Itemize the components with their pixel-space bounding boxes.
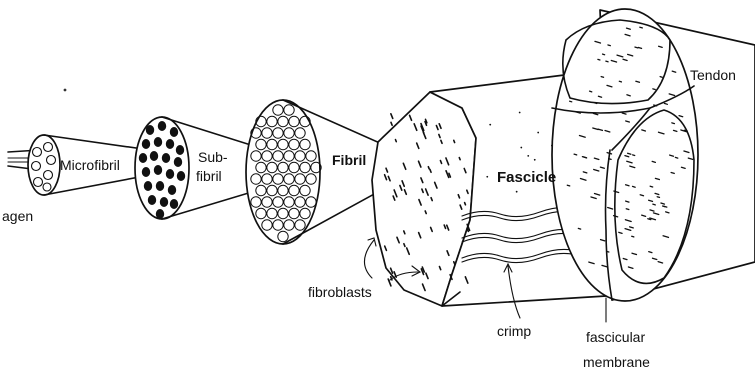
tendon-structure	[552, 9, 755, 301]
tendon-fibroblast-mark	[657, 197, 659, 198]
label-collagen: agen	[2, 208, 33, 224]
subfibril-dot	[166, 139, 174, 149]
tendon-fibroblast-mark	[653, 89, 655, 90]
tendon-fibroblast-mark	[638, 47, 641, 48]
subfibril-dot	[156, 209, 164, 219]
tendon-fibroblast-mark	[574, 154, 577, 155]
tendon-fibroblast-mark	[601, 77, 603, 78]
tendon-fibroblast-mark	[633, 155, 635, 156]
label-tendon: Tendon	[690, 67, 736, 83]
subfibril-dot	[156, 181, 164, 191]
subfibril-dot	[146, 125, 154, 135]
tendon-fibroblast-mark	[660, 77, 662, 78]
subfibril-dot	[142, 167, 150, 177]
tendon-fibroblast-mark	[652, 161, 655, 162]
subfibril-dot	[177, 171, 185, 181]
tendon-fibroblast-mark	[684, 130, 687, 131]
tendon-fibroblast-mark	[603, 54, 605, 55]
tendon-fibroblast-mark	[598, 96, 601, 97]
subfibril-dot	[154, 137, 162, 147]
tendon-fibroblast-mark	[607, 251, 609, 252]
label-fascicular-line2: membrane	[583, 354, 650, 370]
fibroblast-mark	[441, 140, 442, 143]
tendon-fibroblast-mark	[664, 103, 667, 104]
fibroblast-mark	[467, 229, 468, 232]
fascicle-speck	[486, 176, 488, 178]
scan-speck	[64, 89, 67, 92]
tendon-fibroblast-mark	[653, 204, 655, 205]
subfibril-dot	[160, 197, 168, 207]
fibroblast-mark	[430, 169, 431, 172]
tendon-fibroblast-mark	[608, 45, 610, 46]
fibroblast-mark	[425, 211, 426, 214]
tendon-fibroblast-mark	[671, 172, 674, 173]
subfibril-dot	[168, 185, 176, 195]
tendon-fibroblast-mark	[633, 186, 636, 187]
label-fascicular-line1: fascicular	[586, 329, 645, 345]
subfibril-dot	[148, 195, 156, 205]
label-fascicle: Fascicle	[497, 169, 556, 186]
subfibril-dot	[150, 151, 158, 161]
subfibril-dot	[144, 181, 152, 191]
tendon-fibroblast-mark	[594, 103, 596, 104]
tendon-fibroblast-mark	[635, 47, 638, 48]
subfibril-dot	[174, 157, 182, 167]
label-subfibril-line1: Sub-	[198, 149, 228, 165]
fibroblast-mark	[465, 203, 466, 205]
fibroblast-mark	[391, 114, 393, 119]
subfibril-dot	[158, 121, 166, 131]
tendon-fibroblast-mark	[626, 209, 629, 210]
tendon-fibroblast-mark	[590, 91, 592, 92]
fascicle-speck	[489, 124, 491, 126]
label-fibroblasts: fibroblasts	[308, 284, 372, 300]
fascicle-speck	[520, 147, 522, 149]
tendon-fibroblast-mark	[648, 219, 651, 220]
fibroblast-mark	[454, 262, 455, 265]
tendon-fibroblast-mark	[632, 236, 634, 237]
tendon-fibroblast-mark	[606, 61, 608, 62]
fascicle-speck	[519, 112, 521, 114]
tendon-fibroblast-mark	[649, 252, 652, 253]
subfibril-dot	[162, 153, 170, 163]
tendon-fibroblast-mark	[650, 186, 653, 187]
label-microfibril: Microfibril	[60, 157, 120, 173]
fibroblast-mark	[404, 244, 405, 247]
fibroblast-mark	[404, 231, 405, 234]
tendon-fibroblast-mark	[567, 185, 569, 186]
label-crimp: crimp	[497, 323, 531, 339]
subfibril-dot	[166, 169, 174, 179]
fascicle-speck	[537, 132, 539, 134]
subfibril-dot	[170, 199, 178, 209]
label-fibril: Fibril	[332, 152, 366, 168]
fibroblast-mark	[459, 158, 460, 160]
fibroblast-mark	[395, 140, 396, 142]
tendon-fibroblast-mark	[570, 101, 572, 102]
fascicle-speck	[527, 155, 529, 157]
fibroblast-mark	[428, 167, 429, 169]
fibroblast-mark	[454, 140, 455, 142]
tendon-fibroblast-mark	[675, 157, 677, 158]
subfibril-dot	[170, 127, 178, 137]
fascicle-speck	[516, 191, 518, 193]
subfibril-dot	[139, 153, 147, 163]
subfibril-dot	[176, 145, 184, 155]
fibroblast-mark	[440, 161, 441, 164]
fibroblast-mark	[391, 122, 392, 125]
tendon-fibroblast-mark	[663, 206, 665, 207]
tendon-fibroblast-mark	[640, 27, 642, 28]
subfibril-dot	[154, 165, 162, 175]
label-subfibril-line2: fibril	[196, 168, 222, 184]
tendon-fibroblast-mark	[619, 81, 621, 82]
subfibril-dot	[142, 139, 150, 149]
tendon-fibroblast-mark	[578, 228, 580, 229]
fibroblast-mark	[431, 198, 432, 201]
tendon-fibroblast-mark	[609, 159, 611, 160]
fascicle-speck	[534, 159, 536, 161]
tendon-fibroblast-mark	[672, 123, 675, 124]
tendon-fibroblast-mark	[654, 105, 657, 106]
tendon-fibroblast-mark	[598, 59, 600, 60]
